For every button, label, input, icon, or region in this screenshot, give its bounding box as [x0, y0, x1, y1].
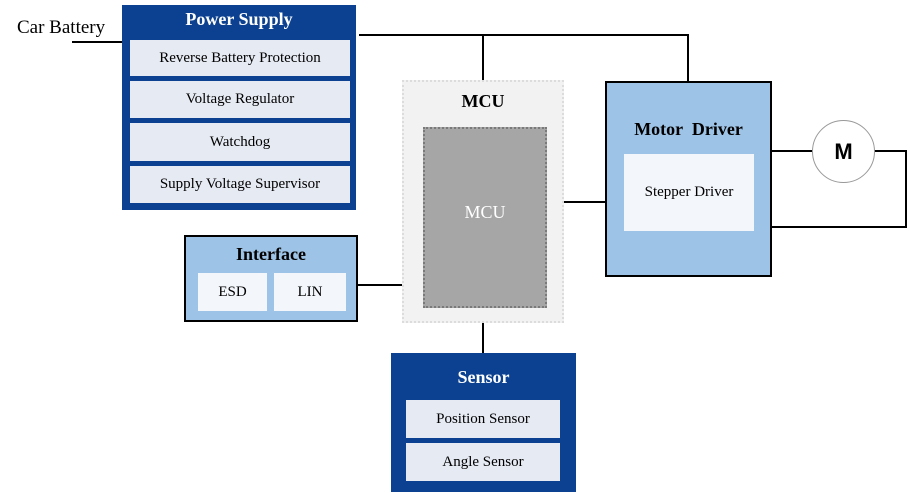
ps-item-voltage-regulator: Voltage Regulator [130, 81, 350, 118]
sensor-title: Sensor [457, 367, 510, 387]
interface-block[interactable]: Interface ESD LIN [184, 235, 358, 322]
motor-return-wire-b [905, 150, 907, 228]
interface-title: Interface [236, 244, 306, 264]
top-bus-wire [359, 34, 689, 36]
bus-to-mcu-wire [482, 34, 484, 80]
ps-item-reverse-battery: Reverse Battery Protection [130, 40, 350, 76]
car-battery-label: Car Battery [17, 17, 106, 38]
mcu-to-sensor-wire [482, 323, 484, 353]
sensor-angle: Angle Sensor [406, 443, 560, 481]
interface-esd: ESD [198, 273, 267, 311]
motor-label: M [834, 138, 853, 164]
motor-return-wire-c [771, 226, 907, 228]
sensor-position: Position Sensor [406, 400, 560, 438]
interface-lin: LIN [274, 273, 346, 311]
motor-icon: M [812, 120, 875, 183]
motor-return-wire-a [874, 150, 907, 152]
mcu-core[interactable]: MCU [423, 127, 547, 308]
driver-to-motor-wire [771, 150, 812, 152]
mcu-core-label: MCU [464, 202, 506, 222]
sensor-block[interactable]: Sensor Position Sensor Angle Sensor [391, 353, 576, 492]
ps-item-supervisor: Supply Voltage Supervisor [130, 166, 350, 203]
bus-to-motor-driver-wire [687, 34, 689, 81]
mcu-title: MCU [461, 91, 505, 111]
ps-item-watchdog: Watchdog [130, 123, 350, 161]
mcu-block[interactable]: MCU MCU [402, 80, 564, 323]
battery-wire [72, 41, 122, 43]
motor-driver-block[interactable]: Motor Driver Stepper Driver [605, 81, 772, 277]
interface-to-mcu-wire [357, 284, 402, 286]
motor-driver-title: Motor Driver [634, 119, 743, 139]
stepper-driver: Stepper Driver [624, 154, 754, 231]
power-supply-block[interactable]: Power Supply Reverse Battery Protection … [122, 5, 356, 210]
mcu-to-motor-driver-wire [564, 201, 606, 203]
power-supply-title: Power Supply [185, 9, 293, 29]
